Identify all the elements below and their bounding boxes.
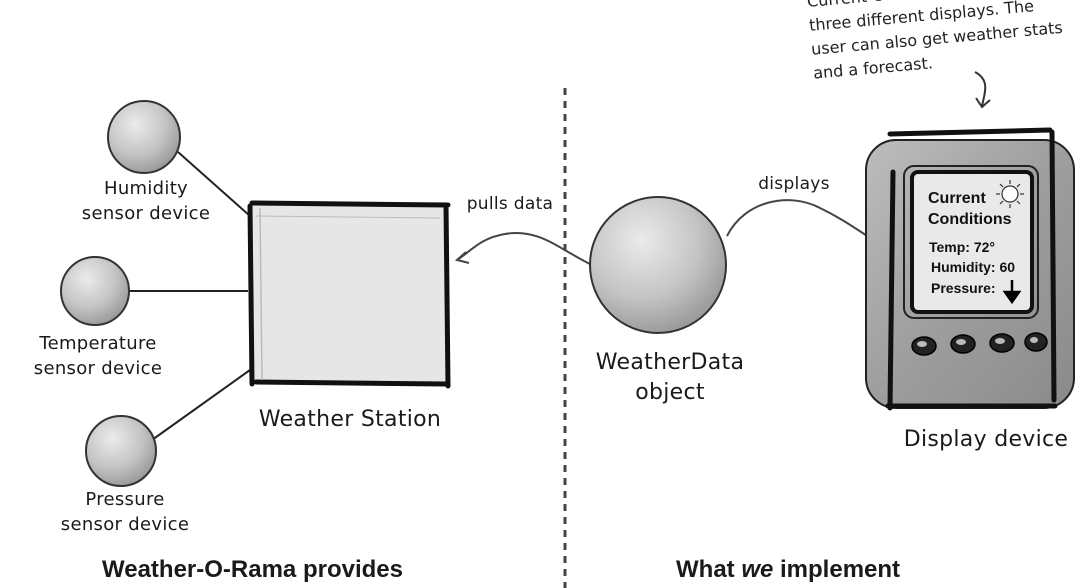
screen-pressure: Pressure:: [931, 280, 996, 296]
screen-temp: Temp: 72°: [929, 239, 996, 255]
weather-station-label: Weather Station: [258, 407, 442, 432]
pulls-data-label: pulls data: [466, 194, 554, 214]
footer-right: What we implement: [676, 556, 901, 583]
display-device-label: Display device: [903, 427, 1069, 452]
weather-station-box: [247, 200, 451, 389]
screen-title-conditions: Conditions: [928, 211, 1012, 228]
weatherdata-object-ball: [589, 196, 727, 334]
pressure-sensor-ball: [85, 415, 157, 487]
display-device: [865, 127, 1075, 411]
displays-label: displays: [758, 174, 830, 194]
footer-left: Weather-O-Rama provides: [102, 556, 403, 583]
sensor-connectors: [130, 151, 251, 441]
sun-icon: [996, 180, 1024, 208]
displays-arrow: [726, 199, 883, 250]
weatherdata-object-label: WeatherData object: [595, 350, 745, 405]
temperature-sensor-label: Temperature sensor device: [33, 333, 163, 379]
humidity-connector: [177, 151, 251, 217]
screen-humidity: Humidity: 60: [931, 259, 1016, 275]
pulls-data-arrow: [454, 232, 595, 267]
annotation-arrow: [974, 71, 991, 109]
pressure-sensor-label: Pressure sensor device: [60, 489, 190, 535]
screen-title-current: Current: [928, 190, 986, 207]
down-arrow-icon: [1002, 280, 1022, 305]
humidity-sensor-label: Humidity sensor device: [81, 178, 211, 224]
temperature-sensor-ball: [60, 256, 130, 326]
pressure-connector: [151, 369, 251, 441]
humidity-sensor-ball: [107, 100, 181, 174]
